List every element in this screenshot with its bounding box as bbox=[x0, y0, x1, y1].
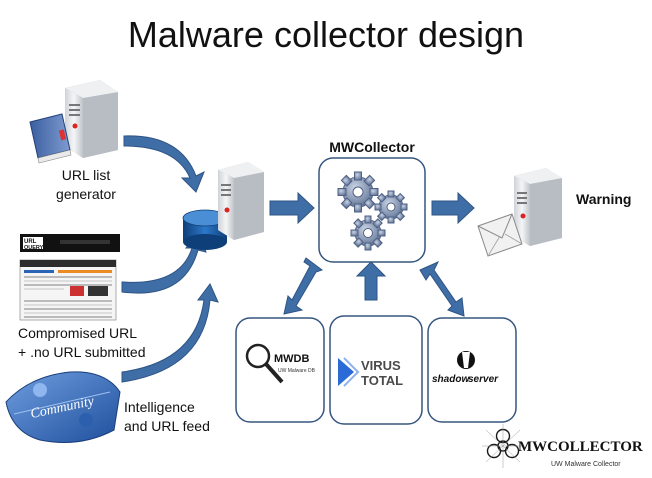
urlquery-text-b: QUERY bbox=[24, 245, 44, 251]
server-text: server bbox=[468, 374, 499, 385]
arrow-collector-shadowserver bbox=[419, 260, 465, 317]
book-icon bbox=[29, 113, 72, 164]
arrow-to-warning bbox=[431, 191, 475, 225]
envelope-icon bbox=[477, 213, 523, 257]
community-puzzle-icon: Community bbox=[5, 371, 121, 443]
mwdb-box: MWDB UW Malware DB bbox=[235, 317, 325, 423]
brand-text: MWCOLLECTOR bbox=[518, 439, 643, 455]
bidirectional-arrows bbox=[283, 257, 465, 317]
warning-server-icon bbox=[514, 168, 562, 246]
arrow-collector-virustotal bbox=[355, 261, 387, 301]
mwdb-text: MWDB bbox=[274, 353, 309, 365]
arrow-collector-mwdb bbox=[283, 257, 324, 315]
total-text: TOTAL bbox=[361, 373, 403, 388]
warning-label: Warning bbox=[576, 191, 632, 207]
curved-arrow-generator bbox=[123, 135, 205, 193]
compromised-url-label: Compromised URL + .no URL submitted bbox=[18, 325, 146, 360]
urlquery-text-a: URL bbox=[24, 239, 37, 245]
biohazard-icon bbox=[482, 424, 524, 468]
arrow-to-collector bbox=[269, 191, 315, 225]
intelligence-label: Intelligence and URL feed bbox=[124, 399, 210, 434]
virustotal-box: VIRUS TOTAL bbox=[329, 315, 423, 425]
mwcollector-box bbox=[318, 157, 426, 263]
gears-icon bbox=[337, 171, 408, 251]
brand-subtext: UW Malware Collector bbox=[551, 461, 621, 468]
mwcollector-brand-logo: MWCOLLECTOR UW Malware Collector bbox=[482, 424, 643, 468]
page-title: Malware collector design bbox=[127, 14, 525, 55]
shadowserver-box: shadow server bbox=[427, 317, 517, 423]
curved-arrow-intelligence bbox=[121, 283, 219, 383]
middle-server-icon bbox=[218, 162, 264, 240]
url-list-generator-label: URL list generator bbox=[56, 167, 116, 202]
shadow-text: shadow bbox=[432, 374, 470, 385]
compromised-url-screenshot bbox=[19, 259, 117, 321]
virus-text: VIRUS bbox=[361, 358, 401, 373]
url-generator-server-icon bbox=[65, 80, 118, 158]
urlquery-logo: URL QUERY bbox=[20, 234, 120, 252]
mwcollector-label: MWCollector bbox=[329, 139, 415, 155]
mwdb-subtext: UW Malware DB bbox=[278, 368, 316, 374]
